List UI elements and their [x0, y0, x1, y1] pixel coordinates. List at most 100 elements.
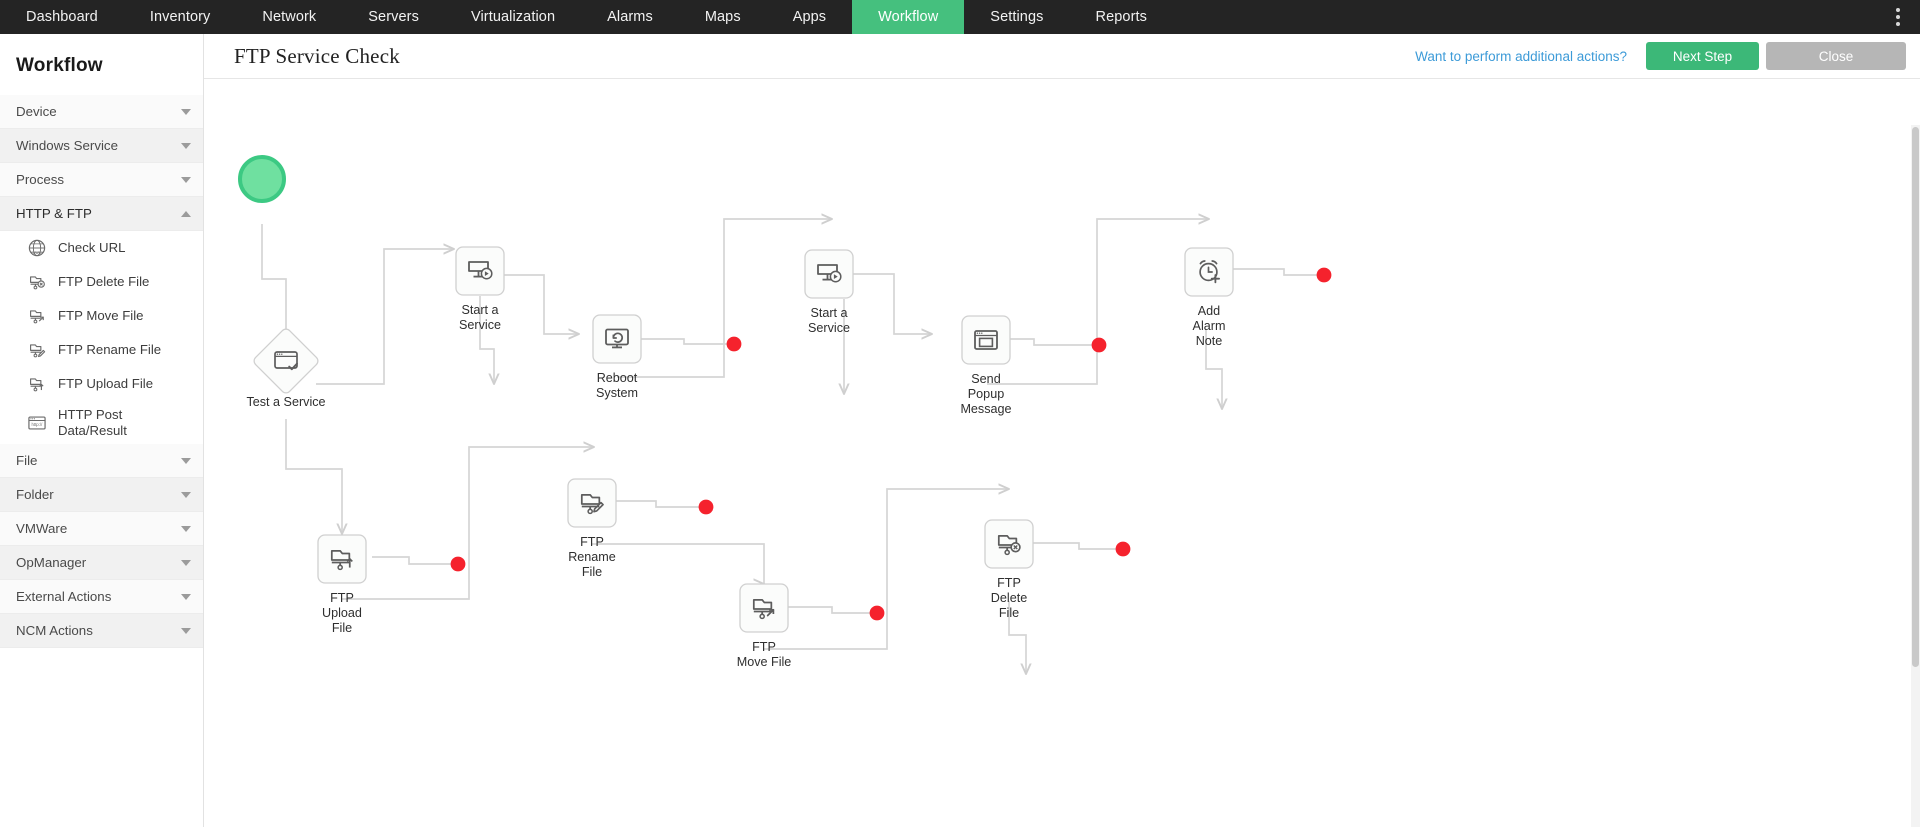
- nav-item-dashboard[interactable]: Dashboard: [26, 9, 98, 25]
- main-content: FTP Service Check Want to perform additi…: [204, 34, 1920, 827]
- sidebar-group-device[interactable]: Device: [0, 95, 203, 129]
- ftp-delete-icon: [30, 276, 45, 290]
- kebab-menu-icon[interactable]: [1876, 0, 1920, 34]
- end-dot-ftp-rename-file[interactable]: [698, 499, 714, 515]
- window-check-icon: [274, 351, 298, 371]
- end-dot-ftp-move-file[interactable]: [869, 605, 885, 621]
- sidebar-group-vmware[interactable]: VMWare: [0, 512, 203, 547]
- chevron-down-icon: [181, 491, 191, 498]
- end-dot-ftp-upload-file[interactable]: [450, 556, 466, 572]
- sidebar-item-http-post-data-result[interactable]: http:// HTTP Post Data/Result: [0, 401, 203, 445]
- page-title: FTP Service Check: [234, 43, 400, 68]
- sidebar-group-http-ftp[interactable]: HTTP & FTP: [0, 197, 203, 231]
- sidebar-item-check-url[interactable]: www Check URL: [0, 231, 203, 265]
- workflow-diagram: Test a Service Start a Service: [238, 155, 1332, 827]
- chevron-down-icon: [181, 108, 191, 115]
- sidebar-group-label: External Actions: [16, 589, 112, 605]
- app-shell: Workflow Device Windows Service Process …: [0, 34, 1920, 827]
- sidebar-group-windows-service[interactable]: Windows Service: [0, 129, 203, 163]
- http-post-icon: http://: [28, 416, 46, 430]
- nav-item-inventory[interactable]: Inventory: [149, 9, 211, 25]
- node-label: System: [596, 386, 638, 400]
- chevron-down-icon: [181, 559, 191, 566]
- next-step-button[interactable]: Next Step: [1646, 42, 1759, 70]
- node-label: Test a Service: [246, 395, 325, 409]
- node-ftp-upload-file[interactable]: FTP Upload File: [317, 534, 367, 635]
- node-label: Message: [960, 402, 1011, 416]
- node-test-a-service[interactable]: Test a Service: [246, 327, 326, 409]
- node-label: Note: [1196, 334, 1223, 348]
- nav-item-workflow[interactable]: Workflow: [852, 0, 965, 34]
- sidebar-item-ftp-upload-file[interactable]: FTP Upload File: [0, 367, 203, 401]
- ftp-rename-icon: [580, 493, 604, 515]
- end-dot-send-popup-message[interactable]: [1091, 337, 1107, 353]
- connector-layer: [261, 219, 1322, 674]
- nav-item-alarms[interactable]: Alarms: [607, 9, 653, 25]
- nav-item-maps[interactable]: Maps: [704, 9, 741, 25]
- sidebar-item-ftp-move-file[interactable]: FTP Move File: [0, 299, 203, 333]
- node-ftp-delete-file[interactable]: FTP Delete File: [984, 519, 1034, 620]
- sidebar-group-folder[interactable]: Folder: [0, 478, 203, 513]
- ftp-delete-icon: [997, 534, 1021, 556]
- node-label: Add: [1198, 304, 1220, 318]
- chevron-down-icon: [181, 142, 191, 149]
- sidebar-group-file[interactable]: File: [0, 444, 203, 479]
- nav-item-reports[interactable]: Reports: [1095, 9, 1147, 25]
- sidebar-item-label: Check URL: [58, 240, 126, 256]
- chevron-down-icon: [181, 525, 191, 532]
- sidebar-group-opmanager[interactable]: OpManager: [0, 546, 203, 581]
- sidebar-group-process[interactable]: Process: [0, 163, 203, 197]
- node-reboot-system[interactable]: Reboot System: [592, 314, 642, 400]
- node-label: Rename: [568, 550, 616, 564]
- close-button[interactable]: Close: [1766, 42, 1906, 70]
- monitor-refresh-icon: [605, 328, 629, 349]
- workflow-canvas[interactable]: Test a Service Start a Service: [204, 79, 1920, 827]
- node-label: Service: [459, 318, 501, 332]
- vertical-scrollbar-thumb[interactable]: [1912, 127, 1919, 667]
- sidebar-item-label: FTP Move File: [58, 308, 144, 324]
- node-ftp-move-file[interactable]: FTP Move File: [737, 583, 792, 669]
- sidebar-group-label: VMWare: [16, 521, 68, 537]
- top-navigation-bar: Dashboard Inventory Network Servers Virt…: [0, 0, 1920, 34]
- popup-window-icon: [974, 330, 998, 350]
- nav-item-settings[interactable]: Settings: [990, 9, 1044, 25]
- sidebar-title: Workflow: [16, 55, 103, 76]
- sidebar-group-label: Process: [16, 172, 65, 187]
- additional-actions-link[interactable]: Want to perform additional actions?: [1415, 48, 1627, 64]
- node-label: Start a: [461, 303, 498, 317]
- end-dot-layer: [450, 267, 1332, 621]
- end-dot-reboot-system[interactable]: [726, 336, 742, 352]
- svg-text:http://: http://: [32, 421, 44, 426]
- monitor-play-icon: [817, 264, 842, 283]
- node-add-alarm-note[interactable]: Add Alarm Note: [1184, 247, 1234, 348]
- end-dot-ftp-delete-file[interactable]: [1115, 541, 1131, 557]
- sidebar-group-label: OpManager: [16, 555, 87, 571]
- chevron-down-icon: [181, 176, 191, 183]
- alarm-clock-plus-icon: [1199, 260, 1221, 284]
- end-dot-add-alarm-note[interactable]: [1316, 267, 1332, 283]
- node-label: File: [582, 565, 602, 579]
- start-node[interactable]: [238, 155, 286, 203]
- sidebar-group-label: File: [16, 453, 38, 469]
- sidebar-group-external-actions[interactable]: External Actions: [0, 580, 203, 615]
- node-label: Start a: [810, 306, 847, 320]
- sidebar: Workflow Device Windows Service Process …: [0, 34, 204, 827]
- sidebar-group-label: Folder: [16, 487, 54, 503]
- node-label: FTP: [997, 576, 1021, 590]
- sidebar-item-ftp-rename-file[interactable]: FTP Rename File: [0, 333, 203, 367]
- node-label: File: [332, 621, 352, 635]
- node-send-popup-message[interactable]: Send Popup Message: [960, 315, 1012, 416]
- sidebar-group-label: Device: [16, 104, 57, 119]
- ftp-rename-icon: [30, 344, 46, 358]
- sidebar-group-ncm-actions[interactable]: NCM Actions: [0, 614, 203, 649]
- sidebar-item-ftp-delete-file[interactable]: FTP Delete File: [0, 265, 203, 299]
- node-start-a-service-1[interactable]: Start a Service: [455, 246, 505, 332]
- node-start-a-service-2[interactable]: Start a Service: [804, 249, 854, 335]
- nav-item-apps[interactable]: Apps: [792, 9, 827, 25]
- nav-item-virtualization[interactable]: Virtualization: [470, 9, 556, 25]
- nav-item-servers[interactable]: Servers: [368, 9, 419, 25]
- node-ftp-rename-file[interactable]: FTP Rename File: [567, 478, 617, 579]
- nav-item-network[interactable]: Network: [262, 9, 317, 25]
- node-label: Move File: [737, 655, 792, 669]
- chevron-down-icon: [181, 593, 191, 600]
